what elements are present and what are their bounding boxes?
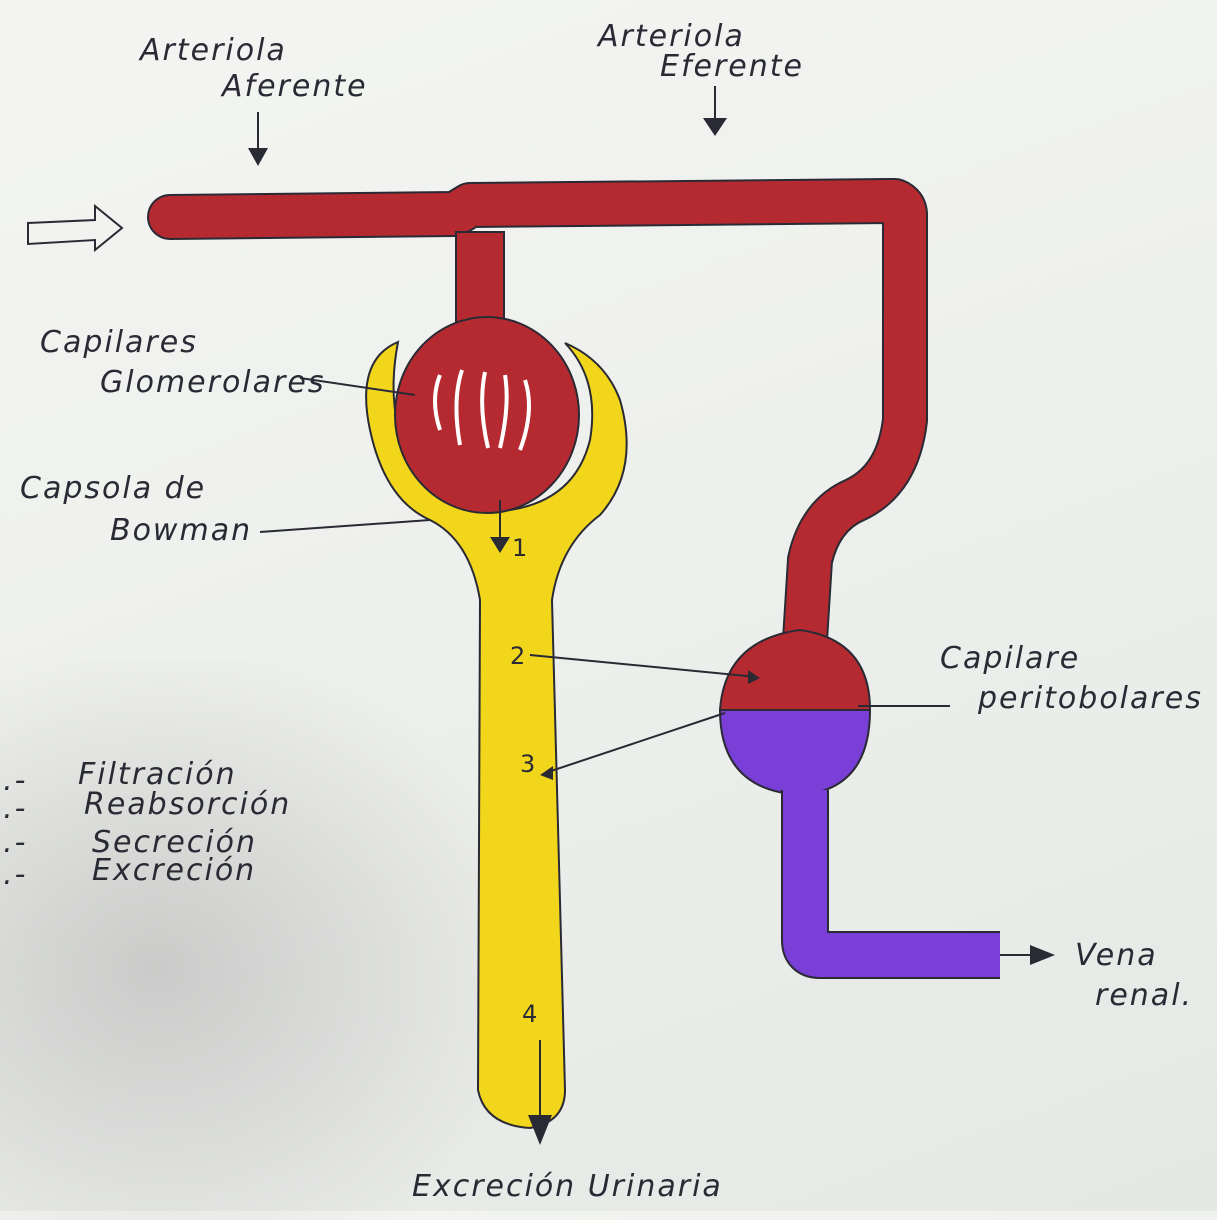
label-excrecion-urinaria: Excreción Urinaria [412,1169,723,1204]
blood-inflow-arrow [28,206,122,250]
step-number-1: 1 [512,534,527,562]
glomerulus [395,317,579,513]
annotation-arrows [248,86,1055,1145]
label-vena-renal-1: Vena [1075,938,1158,973]
label-capilares-glomerulares-2: Glomerolares [100,365,325,400]
legend-marker-4: 4.- [0,857,27,892]
label-arteriola-aferente-1: Arteriola [138,33,287,68]
label-capsula-bowman-2: Bowman [110,513,252,548]
label-capilares-glomerulares-1: Capilares [40,325,198,360]
legend-marker-3: 3.- [0,825,27,860]
label-arteriola-aferente-2: Aferente [220,69,368,104]
legend-marker-2: 2.- [0,791,27,826]
label-capsula-bowman-1: Capsola de [20,471,206,506]
label-arteriola-eferente-2: Eferente [660,49,804,84]
label-capilares-peritubulares-2: peritobolares [977,681,1203,716]
step-number-2: 2 [510,642,525,670]
process-legend: 1.- Filtración 2.- Reabsorción 3.- Secre… [0,757,291,892]
step-number-3: 3 [520,750,535,778]
renal-vein [805,790,1000,955]
label-vena-renal-2: renal. [1095,978,1193,1013]
label-capilares-peritubulares-1: Capilare [940,641,1080,676]
legend-text-4: Excreción [92,853,256,888]
peritubular-capillary [720,630,870,795]
legend-text-2: Reabsorción [84,787,291,822]
step-number-4: 4 [522,1000,537,1028]
